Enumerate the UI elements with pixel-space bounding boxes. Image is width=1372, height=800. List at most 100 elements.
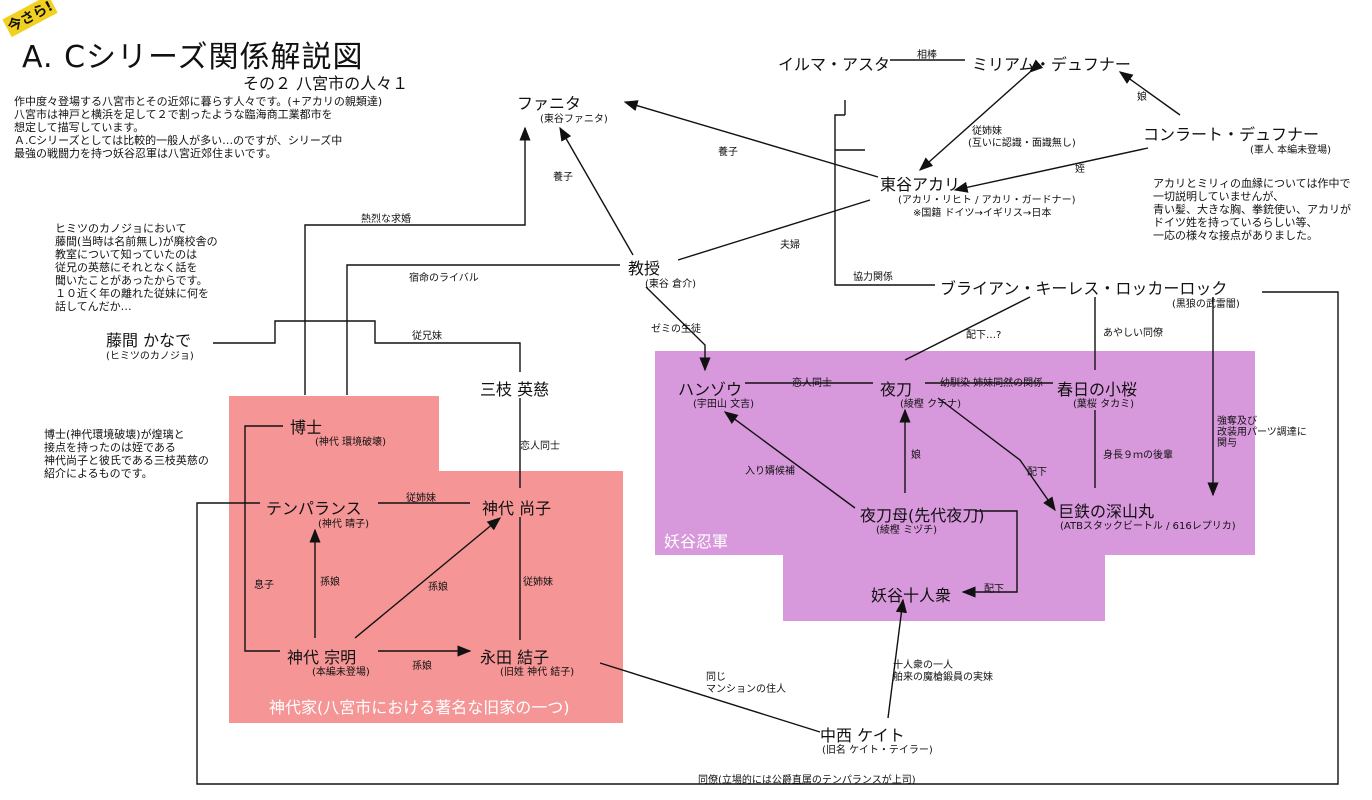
person-kasuga: 春日の小桜 [1057,380,1138,399]
line-youshi-akari-fanita [623,100,879,178]
person-kyoju: 教授 [628,259,661,278]
person-kei: 中西 ケイト [820,726,905,745]
label-kyouryoku: 協力関係 [853,272,893,283]
line-hakase-bracket [244,425,283,652]
label-kyoudatsu: 強奪及び 改装用パーツ調達に 関与 [1217,416,1307,449]
person-akari-sub2: ※国籍 ドイツ→イギリス→日本 [913,208,1052,219]
label-magomusume2: 孫娘 [428,582,448,593]
line-haika3 [961,510,1018,598]
person-kaname: 藤間 かなで [106,331,192,350]
person-fanita-sub: (東谷ファニタ) [540,114,608,125]
label-musume2: 娘 [911,450,921,461]
person-hakase: 博士 [290,418,323,437]
person-hanzo-sub: (宇田山 文吉) [693,399,754,410]
label-juukei: 従兄妹 [412,331,442,342]
line-mago2 [354,517,502,639]
label-mei: 姪 [1075,164,1085,175]
line-kyouryoku [834,114,935,286]
person-kaname-sub: (ヒミツのカノジョ) [106,351,194,362]
yoya-ninja-area [655,351,1255,621]
himitsu-note: ヒミツのカノジョにおいて 藤間(当時は名前無し)が廃校舎の 教室について知ってい… [55,222,218,313]
person-fanita: ファニタ [517,94,582,113]
person-akari-sub: (アカリ・リヒト / アカリ・ガードナー) [898,195,1076,206]
person-yogatana-mother-sub: (綾樫 ミヅチ) [876,525,937,536]
line-kaname [213,320,521,372]
yoya-ninja-label: 妖谷忍軍 [664,532,729,551]
line-youshi-kyoju-fanita [559,126,634,256]
person-miriam: ミリアム・デュフナー [972,55,1131,74]
line-mei [953,147,1149,193]
label-onaji: 同じ マンションの住人 [706,672,786,695]
person-temperance: テンパランス [266,499,362,518]
person-juninshu: 妖谷十人衆 [871,586,952,605]
line-musume-conrad [1118,71,1181,116]
label-shukumei: 宿命のライバル [409,273,479,284]
person-kei-sub: (旧名 ケイト・テイラー) [822,745,933,756]
line-shukumei [346,264,620,395]
label-musume1: 娘 [1137,92,1147,103]
person-irma: イルマ・アスタ [778,55,891,74]
label-koibito1: 恋人同士 [520,441,560,452]
person-akari: 東谷アカリ [880,175,961,194]
person-yogatana-sub: (綾樫 クチナ) [900,399,961,410]
person-conrad-sub: (軍人 本編未登場) [1250,145,1331,156]
label-osananajimi: 幼馴染 姉妹同然の関係 [940,378,1044,389]
label-juushimai: 従姉妹 [972,126,1002,137]
label-haika2: 配下 [1027,467,1047,478]
person-miyama: 巨鉄の深山丸 [1058,502,1155,521]
line-onaji [599,662,821,733]
person-brian: ブライアン・キーレス・ロッカーロック [940,279,1228,298]
akari-miri-note: アカリとミリィの血縁については作中で 一切説明していませんが、 青い髪、大きな胸… [1153,177,1351,242]
line-fuufu [677,199,871,261]
line-juushimai-miri-akari [918,59,1044,171]
person-yogatana-mother: 夜刀母(先代夜刀) [860,506,985,525]
person-muneaki: 神代 宗明 [287,648,357,667]
kamishiro-family-area [229,396,623,723]
person-yuiko: 永田 結子 [480,648,550,667]
line-douryou [196,291,1339,785]
label-zemi: ゼミの生徒 [651,324,701,335]
label-youshi1: 養子 [718,147,738,158]
person-kyoju-sub: (東谷 倉介) [645,279,696,290]
label-netsuretsu: 熱烈な求婚 [361,214,411,225]
label-aibou: 相棒 [917,50,937,61]
person-temperance-sub: (神代 晴子) [318,519,369,530]
person-hanzo: ハンゾウ [678,380,743,399]
kamishiro-family-label: 神代家(八宮市における著名な旧家の一つ) [269,698,570,717]
line-juunin [887,598,907,719]
person-kasuga-sub: (葉桜 タカミ) [1073,399,1134,410]
line-netsuretsu [304,126,531,395]
label-shinchou: 身長９ｍの後輩 [1103,450,1173,461]
label-ayashii: あやしい同僚 [1103,328,1163,339]
label-haika-q: 配下…? [966,330,1002,341]
person-brian-sub: (黒狼の武雷闇) [1172,299,1240,310]
line-irimuko [723,411,856,509]
label-douryou: 同僚(立場的には公爵直属のテンパランスが上司) [698,775,916,786]
person-miyama-sub: (ATBスタックビートル / 616レプリカ) [1060,521,1236,532]
label-musuko: 息子 [254,580,274,591]
line-haika2 [937,397,1056,512]
person-muneaki-sub: (本編未登場) [312,667,370,678]
page-title: A. Cシリーズ関係解説図 [22,40,364,75]
intro-note: 作中度々登場する八宮市とその近郊に暮らす人々です。(+アカリの親類達) 八宮市は… [14,95,383,160]
person-eiji: 三枝 英慈 [480,380,550,399]
person-naoko: 神代 尚子 [482,499,552,518]
person-conrad: コンラート・デュフナー [1143,125,1320,144]
label-juunin: 十人衆の一人 舶来の魔槍鍛員の実妹 [893,660,993,683]
label-irimuko: 入り婿候補 [745,466,795,477]
label-juushimai-note: (互いに認識・面識無し) [968,138,1076,149]
label-magomusume3: 孫娘 [412,661,432,672]
person-hakase-sub: (神代 環境破壊) [315,437,386,448]
label-magomusume1: 孫娘 [320,577,340,588]
hakase-note: 博士(神代環境破壊)が煌璃と 接点を持ったのは姪である 神代尚子と彼氏である三枝… [44,428,209,480]
label-juushimai2: 従姉妹 [406,493,436,504]
label-juushimai3: 従姉妹 [523,577,553,588]
label-haika3: 配下 [984,584,1004,595]
page-subtitle: その２ 八宮市の人々１ [243,74,409,93]
label-youshi2: 養子 [553,172,573,183]
label-fuufu: 夫婦 [780,240,800,251]
label-koibito2: 恋人同士 [792,378,832,389]
line-zemi [645,286,711,372]
